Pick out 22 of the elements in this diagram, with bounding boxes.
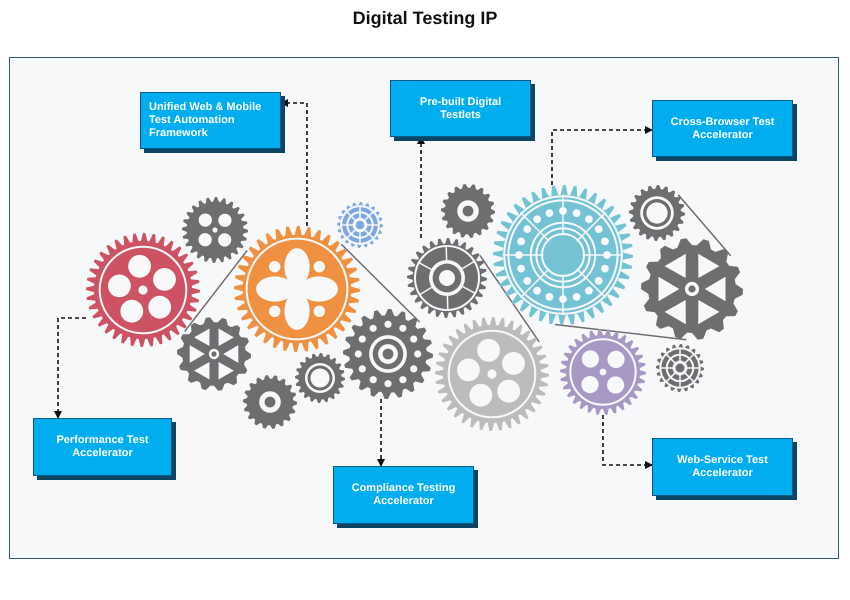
gear-icon — [234, 226, 360, 352]
gear-icon — [343, 309, 433, 399]
gear-icon — [177, 317, 251, 391]
gear-icon — [560, 329, 646, 415]
dashed-arrow — [551, 126, 653, 185]
gear-icon — [86, 233, 200, 347]
gear-icon — [641, 238, 743, 340]
gear-icon — [629, 185, 685, 241]
dashed-arrow — [377, 399, 385, 467]
dashed-arrow — [54, 317, 86, 419]
dashed-arrow — [602, 415, 653, 469]
gear-icon — [243, 375, 297, 429]
gear-icon — [182, 197, 248, 263]
gear-icon — [337, 202, 383, 248]
gear-icon — [407, 238, 487, 318]
belt-line — [678, 194, 732, 256]
gear-icon — [493, 185, 633, 325]
gear-icon — [656, 344, 704, 392]
gear-icon — [435, 317, 549, 431]
gear-icon — [295, 353, 345, 403]
diagram-title: Digital Testing IP — [352, 8, 498, 28]
gear-icon — [441, 184, 495, 238]
